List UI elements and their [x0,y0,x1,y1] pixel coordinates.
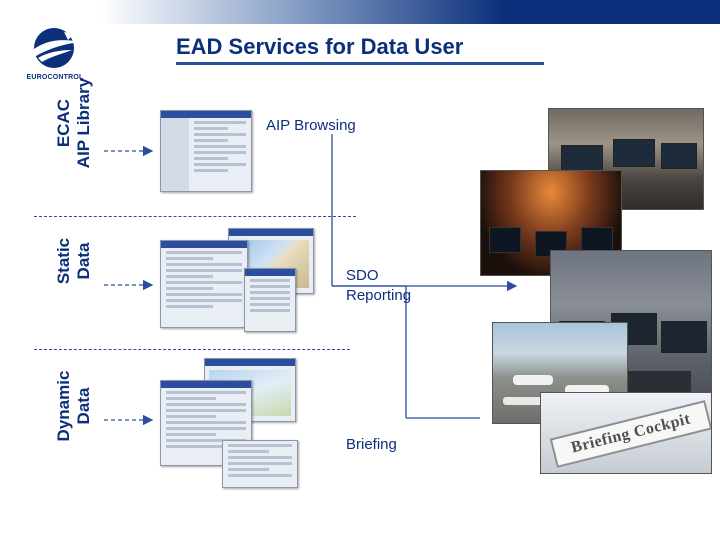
briefing-cockpit-sign: Briefing Cockpit [569,410,693,457]
reporting-label: Reporting [346,287,412,304]
sdo-label: SDO [346,267,379,284]
briefing-cockpit-photo: Briefing Cockpit [540,392,712,474]
section-divider-1 [34,216,356,217]
title-underline [176,62,544,65]
page-title: EAD Services for Data User [176,34,464,59]
briefing-label: Briefing [346,436,397,453]
header-bar [0,0,720,24]
eurocontrol-logo-icon [30,28,80,68]
logo-text: EUROCONTROL [26,74,84,81]
section-divider-2 [34,349,350,350]
sdo-form-screenshot [160,240,248,328]
briefing-text-screenshot [222,440,298,488]
aip-browsing-label: AIP Browsing [266,117,356,134]
aip-browser-screenshot [160,110,252,192]
sdo-table-screenshot [244,268,296,332]
